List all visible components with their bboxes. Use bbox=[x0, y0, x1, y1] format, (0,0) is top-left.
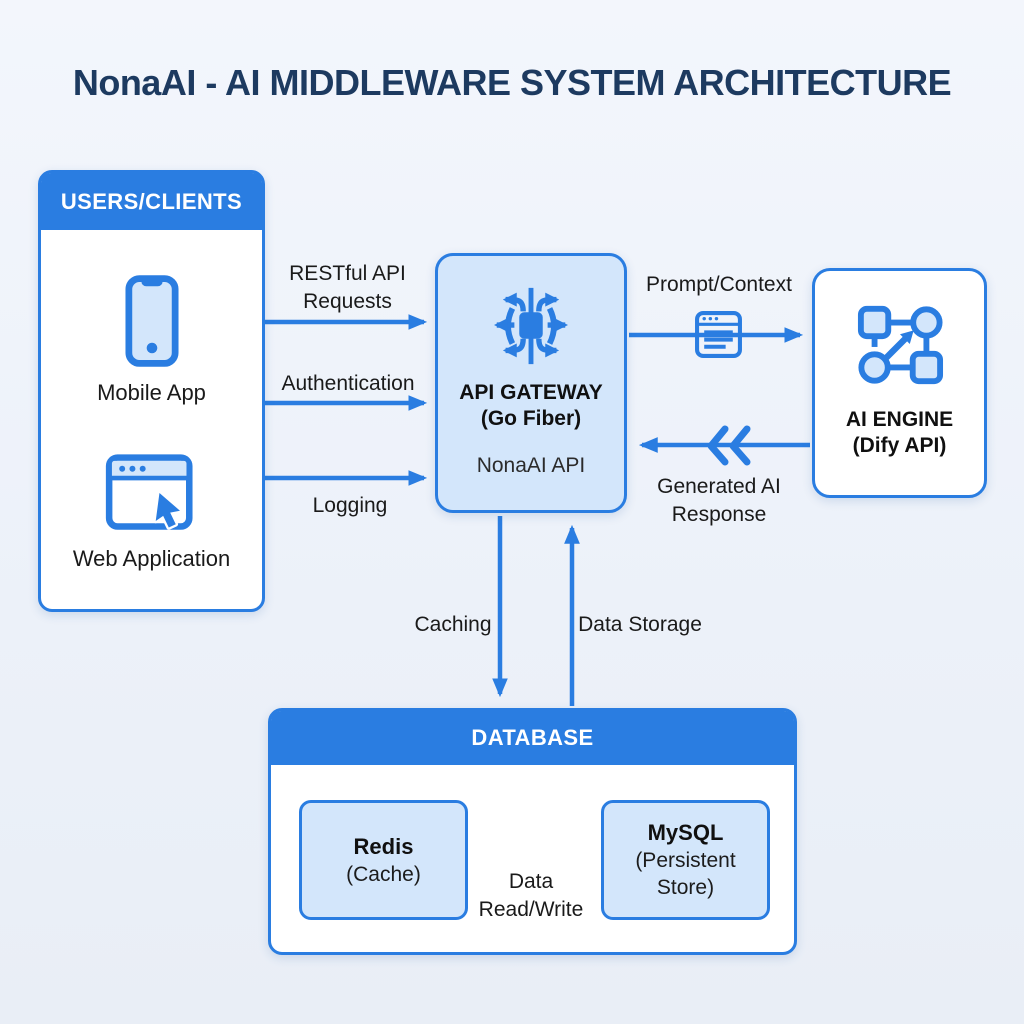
double-chevron-icon bbox=[707, 425, 729, 466]
ai-engine-name: AI ENGINE bbox=[845, 408, 954, 431]
edge-label-prompt-context: Prompt/Context bbox=[646, 273, 792, 296]
edge-label-authentication: Authentication bbox=[281, 372, 415, 395]
ai-engine-box: AI ENGINE (Dify API) bbox=[812, 268, 987, 498]
api-gateway-icon bbox=[493, 287, 569, 365]
ai-engine-tech: (Dify API) bbox=[852, 434, 947, 457]
mysql-subtitle: (Persistent Store) bbox=[635, 849, 736, 899]
redis-name: Redis bbox=[353, 833, 414, 859]
api-gateway-box: API GATEWAY (Go Fiber) NonaAI API bbox=[435, 253, 627, 513]
users-clients-body: Mobile App Web Application bbox=[41, 230, 262, 572]
document-window-icon bbox=[695, 311, 742, 358]
edge-label-data-storage: Data Storage bbox=[578, 613, 702, 636]
redis-subtitle: (Cache) bbox=[346, 862, 421, 886]
mysql-box: MySQL (Persistent Store) bbox=[601, 800, 770, 920]
users-clients-header: USERS/CLIENTS bbox=[41, 173, 262, 230]
web-application-label: Web Application bbox=[72, 546, 231, 571]
database-header: DATABASE bbox=[271, 711, 794, 765]
mobile-phone-icon bbox=[124, 275, 179, 367]
mysql-name: MySQL bbox=[647, 820, 724, 845]
api-gateway-name: API GATEWAY bbox=[459, 381, 603, 404]
edge-label-generated-response: Generated AI Response bbox=[657, 475, 781, 526]
api-gateway-api-label: NonaAI API bbox=[476, 454, 586, 477]
edge-label-logging: Logging bbox=[312, 494, 388, 517]
diagram-title: NonaAI - AI MIDDLEWARE SYSTEM ARCHITECTU… bbox=[72, 62, 952, 103]
api-gateway-tech: (Go Fiber) bbox=[480, 407, 582, 430]
workflow-icon bbox=[857, 305, 943, 385]
browser-window-icon bbox=[105, 454, 193, 530]
edge-label-data-read-write: Data Read/Write bbox=[478, 870, 584, 921]
users-clients-box: USERS/CLIENTS Mobile App Web Application bbox=[38, 170, 265, 612]
edge-label-restful: RESTful API Requests bbox=[289, 262, 406, 313]
database-box: DATABASE Redis (Cache) MySQL (Persistent… bbox=[268, 708, 797, 955]
edge-label-caching: Caching bbox=[414, 613, 492, 636]
double-chevron-icon bbox=[729, 425, 751, 466]
mobile-app-label: Mobile App bbox=[97, 380, 206, 405]
redis-box: Redis (Cache) bbox=[299, 800, 468, 920]
